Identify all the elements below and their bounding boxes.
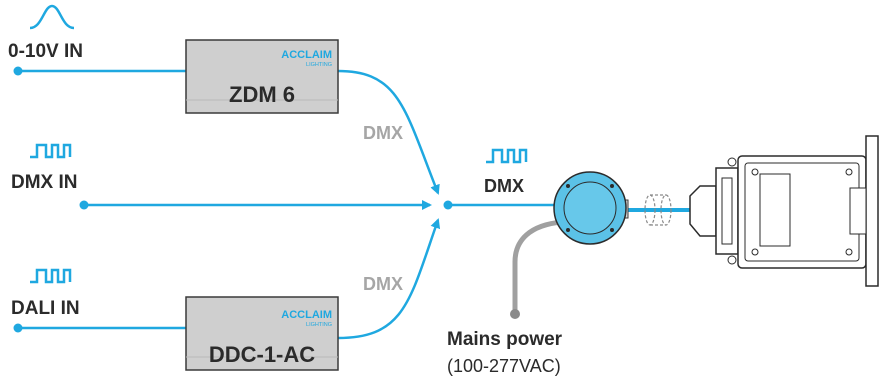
analog-input-label: 0-10V IN (8, 41, 83, 62)
junction-dmx-label: DMX (484, 176, 524, 196)
junction-box (553, 171, 629, 245)
ddc-converter: ACCLAIM LIGHTING DDC-1-AC (185, 296, 339, 371)
ddc-model-label: DDC-1-AC (209, 342, 315, 367)
analog-wave-icon (29, 4, 75, 30)
zdm-converter: ACCLAIM LIGHTING ZDM 6 (185, 39, 339, 114)
ddc-to-junction-curve (337, 218, 441, 340)
zdm-dmx-label: DMX (363, 123, 403, 143)
analog-dot (13, 66, 23, 76)
dali-dot (13, 323, 23, 333)
mains-power-cable (512, 219, 565, 316)
mains-power-dot (510, 309, 520, 319)
zdm-model-label: ZDM 6 (229, 82, 295, 107)
dmx-input-label: DMX IN (11, 172, 78, 193)
zdm-brand-sub: LIGHTING (306, 62, 332, 68)
dmx-pulse-icon (30, 143, 72, 159)
zdm-to-junction-curve (337, 69, 440, 195)
ddc-brand-logo: ACCLAIM (281, 309, 332, 321)
cable-coupling (644, 194, 672, 226)
mains-power-label: Mains power (447, 329, 563, 350)
dmx-in-dot (79, 200, 89, 210)
zdm-brand-logo: ACCLAIM (281, 49, 332, 61)
output-pulse-icon (486, 148, 528, 164)
signal-lines (18, 69, 704, 340)
ddc-brand-sub: LIGHTING (306, 322, 332, 328)
mains-power-rating: (100-277VAC) (447, 356, 561, 376)
ddc-dmx-label: DMX (363, 274, 403, 294)
dali-pulse-icon (30, 268, 72, 284)
dali-input-label: DALI IN (11, 298, 80, 319)
junction-dot (443, 200, 453, 210)
light-fixture (689, 135, 879, 287)
